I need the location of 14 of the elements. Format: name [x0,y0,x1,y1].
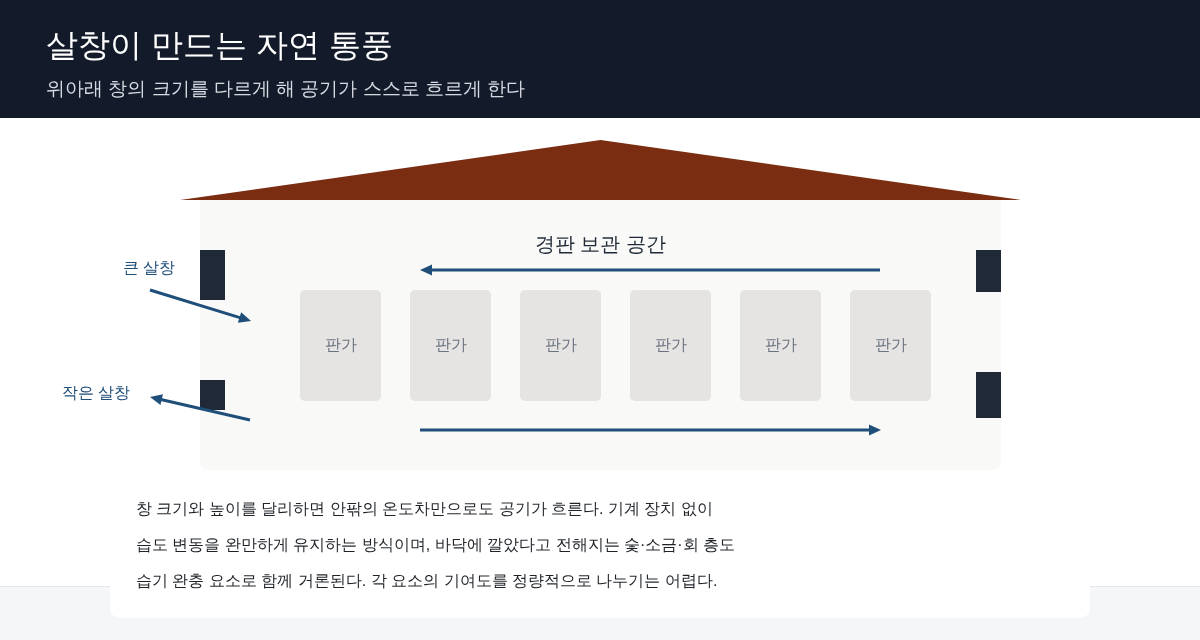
shelf-rack: 판가 [300,290,381,401]
shelf-rack: 판가 [520,290,601,401]
diagram-title: 살창이 만드는 자연 통풍 [46,26,393,65]
caption-text: 창 크기와 높이를 달리하면 안팎의 온도차만으로도 공기가 흐른다. 기계 장치 없이 습도 변동을 완만하게 유지하는 방식이며, 바닥에 깔았다고 전해지는 숯·소금·회 층도 습기 완충 요소로 함께 거론된다. 각 요소의 기여도를 정량적으로 나누기는 어렵다. [136,499,737,591]
storage-room [200,200,1001,470]
shelf-rack: 판가 [740,290,821,401]
room-heading: 경판 보관 공간 [534,232,667,256]
subtitle: 위아래 창의 크기를 다르게 해 공기가 스스로 흐르게 한다 [46,78,526,101]
shelf-rack: 판가 [850,290,931,401]
shelf-rack: 판가 [630,290,711,401]
window-label: 작은 살창 [62,383,131,403]
roof [180,140,1021,200]
shelf-rack: 판가 [410,290,491,401]
window-label: 큰 살창 [123,258,176,278]
